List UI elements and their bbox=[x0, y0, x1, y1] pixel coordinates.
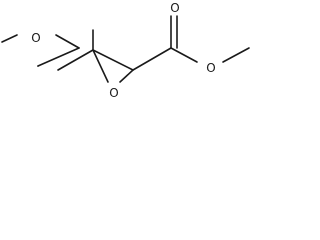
carbonyl-oxygen-label: O bbox=[170, 1, 179, 15]
bond-c3-to-epoxide-o bbox=[92, 49, 109, 83]
bond-ch2-to-c3-main bbox=[57, 49, 94, 71]
bond-methyl-to-ether-o bbox=[1, 34, 18, 43]
bond-carbonyl-to-ester-o bbox=[170, 47, 198, 63]
ester-oxygen-label: O bbox=[206, 61, 215, 75]
bond-c2-to-carbonyl-c bbox=[132, 47, 172, 71]
bond-ester-o-to-methyl bbox=[222, 47, 250, 63]
bond-ether-o-to-ch2 bbox=[55, 34, 80, 49]
epoxide-oxygen-label: O bbox=[109, 86, 118, 100]
bond-c3-to-c2 bbox=[92, 49, 134, 71]
ether-oxygen-label: O bbox=[31, 31, 40, 45]
chemical-structure: O O O O bbox=[1, 1, 250, 100]
bond-ch2-to-c3 bbox=[37, 47, 80, 67]
bond-c2-to-epoxide-o bbox=[119, 69, 134, 83]
